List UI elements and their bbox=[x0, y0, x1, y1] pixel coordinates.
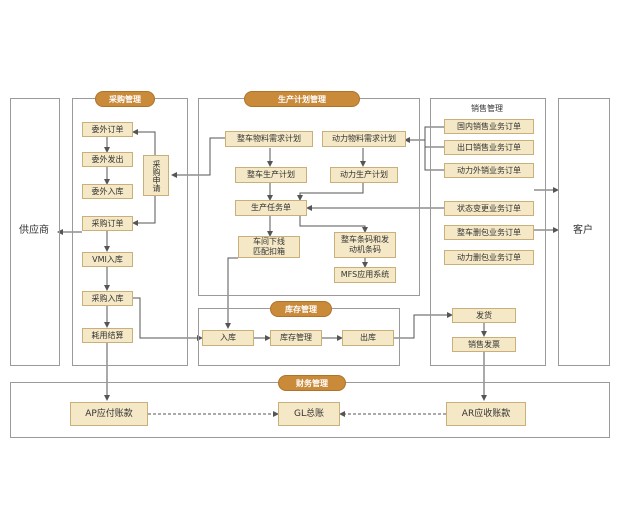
supplier-panel bbox=[10, 98, 60, 366]
purchase-order-box: 采购订单 bbox=[82, 216, 133, 231]
production-section-title: 生产计划管理 bbox=[244, 91, 360, 107]
outsourcing-dispatch-box: 委外发出 bbox=[82, 152, 133, 167]
supplier-label: 供应商 bbox=[19, 225, 49, 236]
export-order-box: 出口销售业务订单 bbox=[444, 140, 534, 155]
inventory-mgmt-box: 库存管理 bbox=[270, 330, 322, 346]
ar-box: AR应收账款 bbox=[446, 402, 526, 426]
outsourcing-inbound-box: 委外入库 bbox=[82, 184, 133, 199]
arrow-inbound-to-inventory bbox=[133, 297, 203, 341]
sales-section-title: 销售管理 bbox=[471, 104, 503, 113]
arrow-task-to-barcode bbox=[299, 216, 368, 233]
arrow-plan-to-request bbox=[171, 137, 225, 178]
gl-box: GL总账 bbox=[278, 402, 340, 426]
finance-section-title: 财务管理 bbox=[278, 375, 346, 391]
outsourcing-order-box: 委外订单 bbox=[82, 122, 133, 137]
shipping-box: 发货 bbox=[452, 308, 516, 323]
settlement-box: 耗用结算 bbox=[82, 328, 133, 343]
barcode-box: 整车条码和发 动机条码 bbox=[334, 232, 396, 258]
inventory-section-title: 库存管理 bbox=[270, 301, 332, 317]
sales-panel bbox=[430, 98, 546, 366]
production-task-box: 生产任务单 bbox=[235, 200, 307, 216]
inbound-box: 入库 bbox=[202, 330, 254, 346]
arrow-request-to-po bbox=[132, 196, 156, 226]
mfs-box: MFS应用系统 bbox=[334, 267, 396, 283]
procurement-panel bbox=[72, 98, 188, 366]
domestic-order-box: 国内销售业务订单 bbox=[444, 119, 534, 134]
status-change-order-box: 状态变更业务订单 bbox=[444, 201, 534, 216]
power-contract-order-box: 动力删包业务订单 bbox=[444, 250, 534, 265]
arrow-outbound-to-shipping bbox=[394, 312, 453, 339]
arrow-domestic-to-plan bbox=[404, 126, 444, 143]
workshop-offline-box: 车间下线 匹配扣箱 bbox=[238, 236, 300, 258]
arrow-offline-to-inbound bbox=[225, 257, 238, 329]
vehicle-contract-order-box: 整车删包业务订单 bbox=[444, 225, 534, 240]
vehicle-production-plan-box: 整车生产计划 bbox=[235, 167, 307, 183]
vehicle-material-plan-box: 整车物料需求计划 bbox=[225, 131, 313, 147]
sales-shipping-box: 销售发票 bbox=[452, 337, 516, 352]
ap-box: AP应付账款 bbox=[70, 402, 148, 426]
power-production-plan-box: 动力生产计划 bbox=[330, 167, 398, 183]
outbound-box: 出库 bbox=[342, 330, 394, 346]
arrow-request-to-order bbox=[132, 129, 156, 155]
power-external-order-box: 动力外销业务订单 bbox=[444, 163, 534, 178]
customer-label: 客户 bbox=[573, 225, 593, 236]
purchase-request-box: 采购申请 bbox=[143, 155, 169, 196]
vmi-inbound-box: VMI入库 bbox=[82, 252, 133, 267]
arrow-power-to-task bbox=[297, 183, 364, 201]
customer-panel bbox=[558, 98, 610, 366]
purchase-inbound-box: 采购入库 bbox=[82, 291, 133, 306]
power-material-plan-box: 动力物料需求计划 bbox=[322, 131, 406, 147]
line-power-external bbox=[424, 140, 444, 171]
procurement-section-title: 采购管理 bbox=[95, 91, 155, 107]
